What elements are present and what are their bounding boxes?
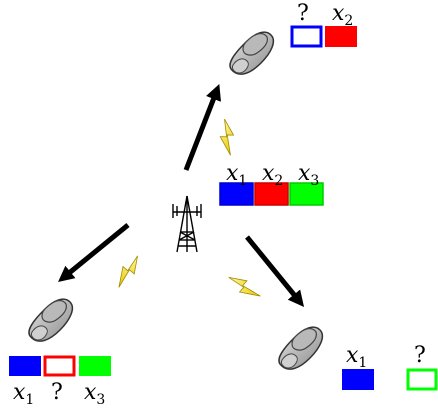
user-top-box-missing: [290, 25, 323, 48]
transmit-box-x2: [254, 182, 289, 206]
user-top-buffer: ? x2: [290, 1, 357, 48]
cell-tower-icon: [172, 195, 202, 253]
user-top-label-x2: x2: [332, 1, 353, 29]
user-left-label-x1: x1: [13, 380, 34, 408]
transmit-box-x1: [219, 182, 254, 206]
lightning-bolt-icon: [228, 268, 261, 306]
arrow-icon: [58, 223, 130, 283]
mobile-phone-icon: [229, 31, 275, 75]
user-left-box-x1: [9, 356, 41, 376]
user-left-buffer: x1 ? x3: [9, 355, 111, 408]
user-left-label-x3: x3: [84, 380, 105, 408]
mobile-phone-icon: [28, 298, 74, 342]
mobile-phone-icon: [278, 326, 324, 370]
user-left-box-missing: [43, 355, 76, 377]
transmit-box-x3: [289, 182, 324, 206]
transmit-label-x1: x1: [226, 161, 247, 189]
user-right-box-x1: [342, 369, 374, 390]
arrow-icon: [183, 84, 221, 171]
lightning-bolt-icon: [109, 255, 147, 288]
user-right-box-missing: [406, 368, 438, 391]
lightning-bolt-icon: [213, 118, 242, 156]
user-left-box-x3: [79, 356, 111, 376]
user-right-label-q: ?: [414, 343, 426, 368]
user-top-label-q: ?: [297, 1, 309, 26]
user-right-label-x1: x1: [346, 343, 367, 371]
arrow-icon: [245, 235, 305, 307]
user-top-box-x2: [325, 26, 357, 47]
user-right-buffer: x1 ?: [342, 343, 438, 391]
transmit-label-x2: x2: [262, 161, 283, 189]
transmit-label-x3: x3: [298, 161, 319, 189]
transmit-block: x1 x2 x3: [219, 161, 324, 206]
user-left-label-q: ?: [51, 380, 63, 405]
